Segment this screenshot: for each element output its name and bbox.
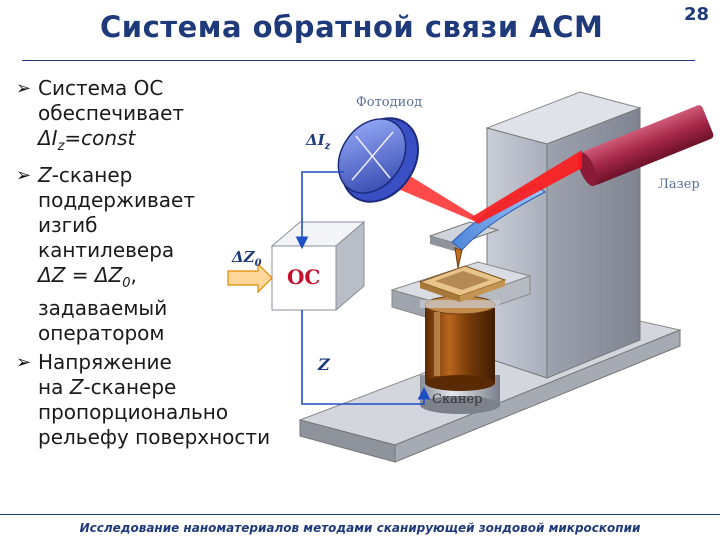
bullet-line: Z-сканер: [38, 163, 133, 187]
sample-plate: [418, 265, 507, 302]
bullet-line: изгиб: [38, 213, 98, 237]
slide-footer: Исследование наноматериалов методами ска…: [79, 521, 641, 535]
scanner-label: Сканер: [432, 392, 483, 407]
bullet-line: Система ОС: [38, 76, 164, 100]
bullet-arrow-icon: ➢: [16, 352, 32, 373]
feedback-label: ОС: [287, 265, 320, 289]
bullet-line: Напряжение: [38, 350, 172, 374]
scanner-cylinder: [420, 295, 500, 414]
feedback-loop: [295, 171, 431, 405]
bullet-line: ΔIz=const: [38, 126, 136, 154]
bullet-line: обеспечивает: [38, 101, 185, 125]
bullet-list: ➢ Система ОС обеспечивает ΔIz=const ➢ Z-…: [16, 76, 316, 454]
delta-iz-label: ΔIz: [305, 131, 331, 152]
footer-divider: [0, 514, 720, 515]
bullet-line: пропорционально: [38, 400, 229, 424]
bullet-item: ➢ Z-сканер поддерживает изгиб кантилевер…: [16, 163, 316, 346]
z-signal-label: Z: [317, 355, 331, 374]
bullet-line: оператором: [38, 321, 165, 345]
photodiode: [337, 117, 419, 203]
support-pillar: [485, 91, 642, 379]
photodiode-label: Фотодиод: [356, 95, 422, 110]
bullet-arrow-icon: ➢: [16, 165, 32, 186]
laser-label: Лазер: [658, 177, 700, 192]
bullet-line: рельефу поверхности: [38, 425, 271, 449]
bullet-arrow-icon: ➢: [16, 78, 32, 99]
bullet-item: ➢ Система ОС обеспечивает ΔIz=const: [16, 76, 316, 159]
title-divider: [22, 60, 695, 61]
bullet-item: ➢ Напряжение на Z-сканере пропорциональн…: [16, 350, 316, 450]
bullet-line: ΔZ = ΔZ0,: [38, 263, 137, 291]
bullet-line: поддерживает: [38, 188, 195, 212]
delta-z0-input-arrow: [227, 262, 273, 294]
slide-title: Система обратной связи АСМ: [100, 10, 604, 44]
delta-z0-label: ΔZ0: [231, 248, 262, 269]
bullet-line: кантилевера: [38, 238, 175, 262]
cantilever: [451, 184, 546, 269]
bullet-line: задаваемый: [38, 296, 168, 320]
laser-body: [577, 105, 714, 187]
slide-number: 28: [684, 4, 710, 25]
bullet-line: на Z-сканере: [38, 375, 177, 399]
